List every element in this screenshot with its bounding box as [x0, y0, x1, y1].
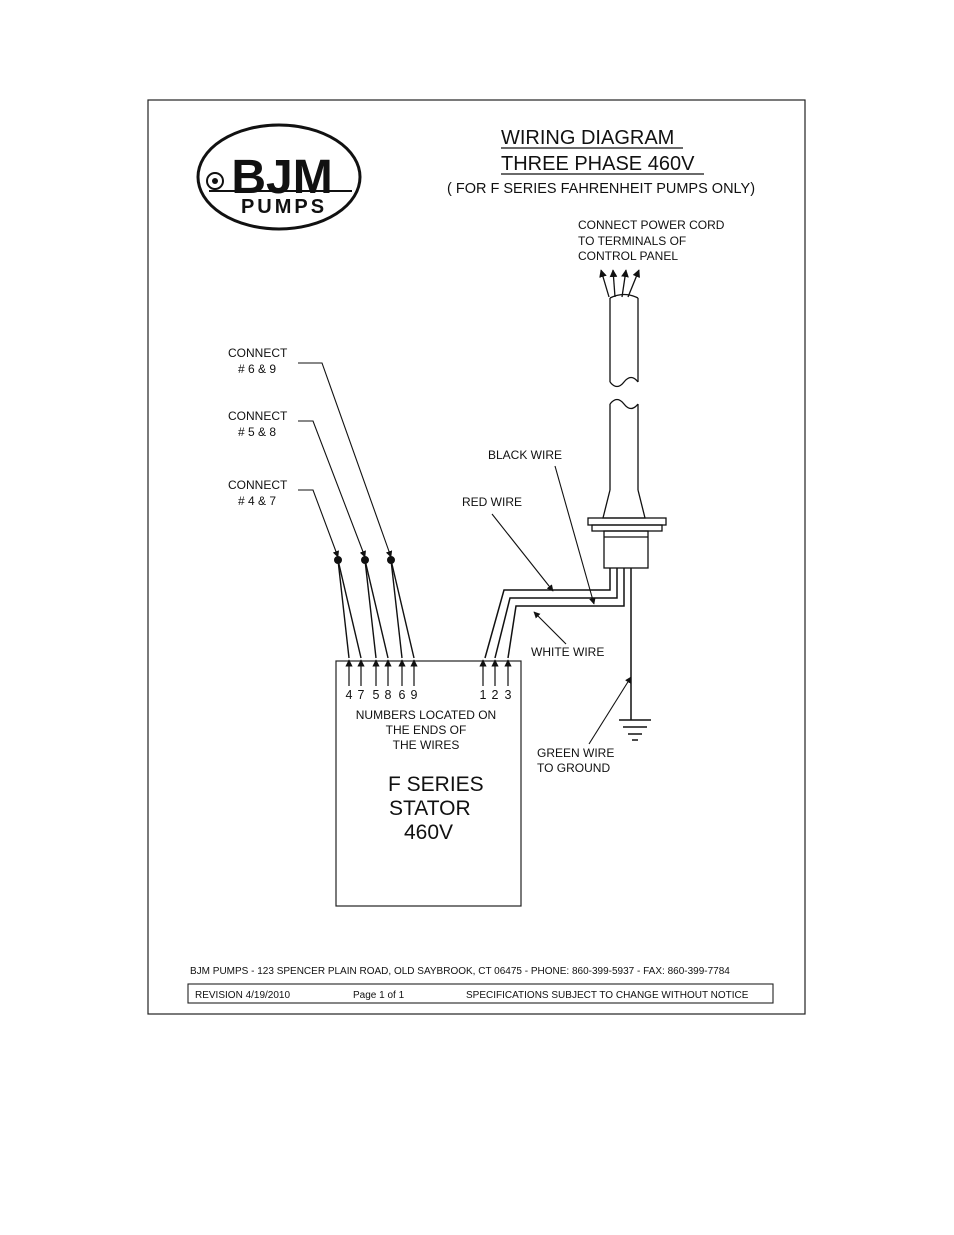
stator-note-3: THE WIRES — [393, 738, 460, 752]
stator-label-1: F SERIES — [388, 773, 484, 796]
connect-5-8-leader — [298, 420, 366, 558]
black-wire-leader — [554, 465, 596, 605]
diagram-scope-note: ( FOR F SERIES FAHRENHEIT PUMPS ONLY) — [447, 181, 755, 197]
connect-4-7-leader — [298, 489, 340, 558]
footer-address: BJM PUMPS - 123 SPENCER PLAIN ROAD, OLD … — [190, 966, 730, 977]
connect-5-8-label-1: CONNECT — [228, 409, 288, 423]
red-wire-leader — [491, 513, 554, 592]
footer-page: Page 1 of 1 — [353, 990, 405, 1001]
stator-note-1: NUMBERS LOCATED ON — [356, 708, 496, 722]
white-wire-leader — [533, 611, 567, 645]
connect-6-9-label-2: # 6 & 9 — [238, 362, 276, 376]
white-wire-label: WHITE WIRE — [531, 645, 604, 659]
terminal-number-3: 3 — [505, 688, 512, 702]
power-cord-note-3: CONTROL PANEL — [578, 249, 678, 263]
diagram-title: WIRING DIAGRAM — [501, 127, 674, 149]
green-wire-label-1: GREEN WIRE — [537, 746, 614, 760]
footer-revision: REVISION 4/19/2010 — [195, 990, 290, 1001]
footer-box — [187, 983, 774, 1004]
joined-wire-pairs — [334, 556, 415, 659]
stator-box — [335, 660, 522, 907]
stator-label-2: STATOR — [389, 797, 471, 820]
footer-notice: SPECIFICATIONS SUBJECT TO CHANGE WITHOUT… — [466, 990, 749, 1001]
power-cord-note-2: TO TERMINALS OF — [578, 234, 686, 248]
page-border — [147, 99, 806, 1015]
green-wire-label-2: TO GROUND — [537, 761, 610, 775]
terminal-number-1: 1 — [480, 688, 487, 702]
power-cord-note-1: CONNECT POWER CORD — [578, 218, 725, 232]
diagram-subtitle: THREE PHASE 460V — [501, 153, 695, 175]
terminal-number-6: 6 — [399, 688, 406, 702]
connect-6-9-leader — [298, 362, 393, 558]
terminal-number-8: 8 — [385, 688, 392, 702]
connect-5-8-label-2: # 5 & 8 — [238, 425, 276, 439]
ground-icon — [619, 719, 651, 741]
terminal-number-2: 2 — [492, 688, 499, 702]
terminal-number-7: 7 — [358, 688, 365, 702]
red-wire-label: RED WIRE — [462, 495, 522, 509]
snail-icon — [206, 172, 224, 190]
terminal-number-4: 4 — [346, 688, 353, 702]
svg-text:PUMPS: PUMPS — [241, 196, 327, 218]
connect-4-7-label-2: # 4 & 7 — [238, 494, 276, 508]
svg-text:BJM: BJM — [231, 151, 332, 204]
stator-note-2: THE ENDS OF — [386, 723, 467, 737]
black-wire-label: BLACK WIRE — [488, 448, 562, 462]
terminal-arrows — [345, 659, 512, 686]
terminal-number-5: 5 — [373, 688, 380, 702]
stator-label-3: 460V — [404, 821, 453, 844]
green-wire-leader — [588, 676, 632, 745]
connect-4-7-label-1: CONNECT — [228, 478, 288, 492]
power-wires — [484, 568, 632, 720]
power-cord — [587, 269, 667, 569]
terminal-number-9: 9 — [411, 688, 418, 702]
connect-6-9-label-1: CONNECT — [228, 346, 288, 360]
bjm-logo: BJM PUMPS — [196, 123, 362, 231]
